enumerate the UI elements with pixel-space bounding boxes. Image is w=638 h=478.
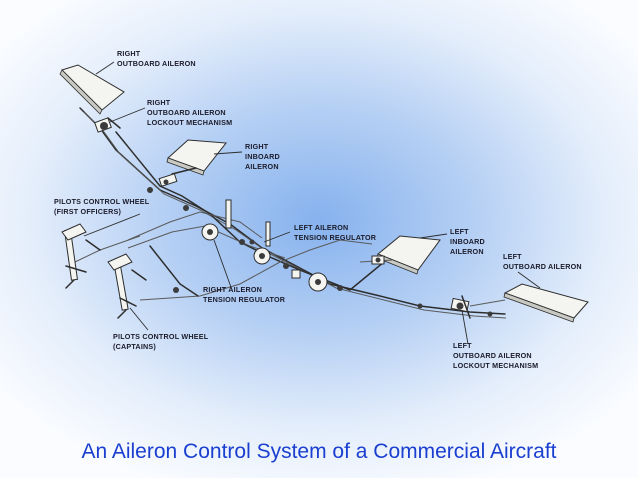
right-tension-regulator: [201, 199, 232, 241]
label-pilots-captains: PILOTS CONTROL WHEEL (CAPTAINS): [113, 332, 210, 351]
label-line: LEFT: [450, 227, 469, 236]
left-tension-regulator: [253, 221, 271, 265]
leader-lines: [83, 61, 541, 345]
label-line: AILERON: [450, 247, 484, 256]
label-line: (FIRST OFFICERS): [54, 207, 121, 216]
slide-caption: An Aileron Control System of a Commercia…: [81, 440, 557, 463]
label-right-tension: RIGHT AILERON TENSION REGULATOR: [203, 285, 286, 304]
pulleys: [147, 187, 493, 317]
label-line: LEFT: [453, 341, 472, 350]
label-line: TENSION REGULATOR: [203, 295, 286, 304]
label-line: AILERON: [245, 162, 279, 171]
left-lockout-mechanism: [450, 295, 471, 319]
label-line: OUTBOARD AILERON: [453, 351, 532, 360]
label-left-inboard: LEFT INBOARD AILERON: [450, 227, 487, 256]
label-left-outboard: LEFT OUTBOARD AILERON: [503, 252, 582, 271]
label-line: PILOTS CONTROL WHEEL: [113, 332, 209, 341]
label-line: RIGHT: [147, 98, 171, 107]
label-line: OUTBOARD AILERON: [503, 262, 582, 271]
label-line: PILOTS CONTROL WHEEL: [54, 197, 150, 206]
label-line: RIGHT: [245, 142, 269, 151]
cable-runs: [74, 107, 507, 319]
label-line: RIGHT AILERON: [203, 285, 262, 294]
label-line: LOCKOUT MECHANISM: [453, 361, 538, 370]
right-inboard-bellcrank: [158, 173, 178, 187]
label-left-lockout: LEFT OUTBOARD AILERON LOCKOUT MECHANISM: [453, 341, 538, 370]
right-outboard-aileron-surface: [59, 64, 125, 115]
right-lockout-mechanism: [94, 117, 121, 133]
center-quadrant: [291, 269, 328, 292]
label-line: LEFT AILERON: [294, 223, 348, 232]
label-left-tension: LEFT AILERON TENSION REGULATOR: [294, 223, 377, 242]
label-line: OUTBOARD AILERON: [117, 59, 196, 68]
label-right-inboard: RIGHT INBOARD AILERON: [245, 142, 282, 171]
left-inboard-aileron-surface: [376, 235, 441, 275]
label-line: (CAPTAINS): [113, 342, 156, 351]
label-line: INBOARD: [245, 152, 280, 161]
left-inboard-bellcrank: [371, 255, 385, 265]
left-outboard-aileron-surface: [503, 283, 589, 323]
label-line: RIGHT: [117, 49, 141, 58]
label-line: INBOARD: [450, 237, 485, 246]
label-right-lockout: RIGHT OUTBOARD AILERON LOCKOUT MECHANISM: [147, 98, 232, 127]
label-pilots-first-officers: PILOTS CONTROL WHEEL (FIRST OFFICERS): [54, 197, 151, 216]
right-inboard-aileron-surface: [166, 139, 227, 176]
label-right-outboard-aileron: RIGHT OUTBOARD AILERON: [117, 49, 196, 68]
label-line: LOCKOUT MECHANISM: [147, 118, 232, 127]
label-line: OUTBOARD AILERON: [147, 108, 226, 117]
first-officer-control-wheel: [61, 223, 101, 289]
label-line: TENSION REGULATOR: [294, 233, 377, 242]
label-line: LEFT: [503, 252, 522, 261]
captain-control-wheel: [107, 253, 147, 319]
aileron-diagram: RIGHT OUTBOARD AILERON RIGHT OUTBOARD AI…: [54, 49, 589, 370]
